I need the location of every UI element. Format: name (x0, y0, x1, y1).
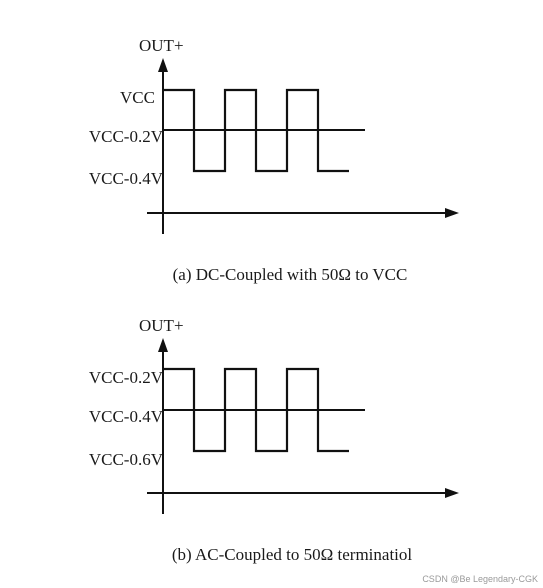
diagram-b-level-high: VCC-0.2V (89, 368, 164, 387)
diagram-b-axis-label: OUT+ (139, 316, 184, 335)
diagram-b-caption: (b) AC-Coupled to 50Ω terminatiol (172, 545, 412, 564)
diagram-a-x-arrow (445, 208, 459, 218)
diagram-a-square-wave (163, 88, 349, 173)
diagram-b-level-mid: VCC-0.4V (89, 407, 164, 426)
diagram-a: OUT+ VCC VCC-0.2V VCC-0.4V (a) DC-Couple… (89, 36, 459, 284)
watermark: CSDN @Be Legendary-CGK (422, 574, 538, 584)
diagram-b-x-arrow (445, 488, 459, 498)
diagram-b: OUT+ VCC-0.2V VCC-0.4V VCC-0.6V (b) AC-C… (89, 316, 459, 564)
diagram-b-y-arrow (158, 338, 168, 352)
diagram-a-y-arrow (158, 58, 168, 72)
diagram-b-square-wave (163, 367, 349, 453)
diagram-a-level-low: VCC-0.4V (89, 169, 164, 188)
diagram-b-level-low: VCC-0.6V (89, 450, 164, 469)
diagram-a-level-mid: VCC-0.2V (89, 127, 164, 146)
diagram-a-axis-label: OUT+ (139, 36, 184, 55)
diagram-a-caption: (a) DC-Coupled with 50Ω to VCC (173, 265, 408, 284)
diagram-a-level-high: VCC (120, 88, 155, 107)
